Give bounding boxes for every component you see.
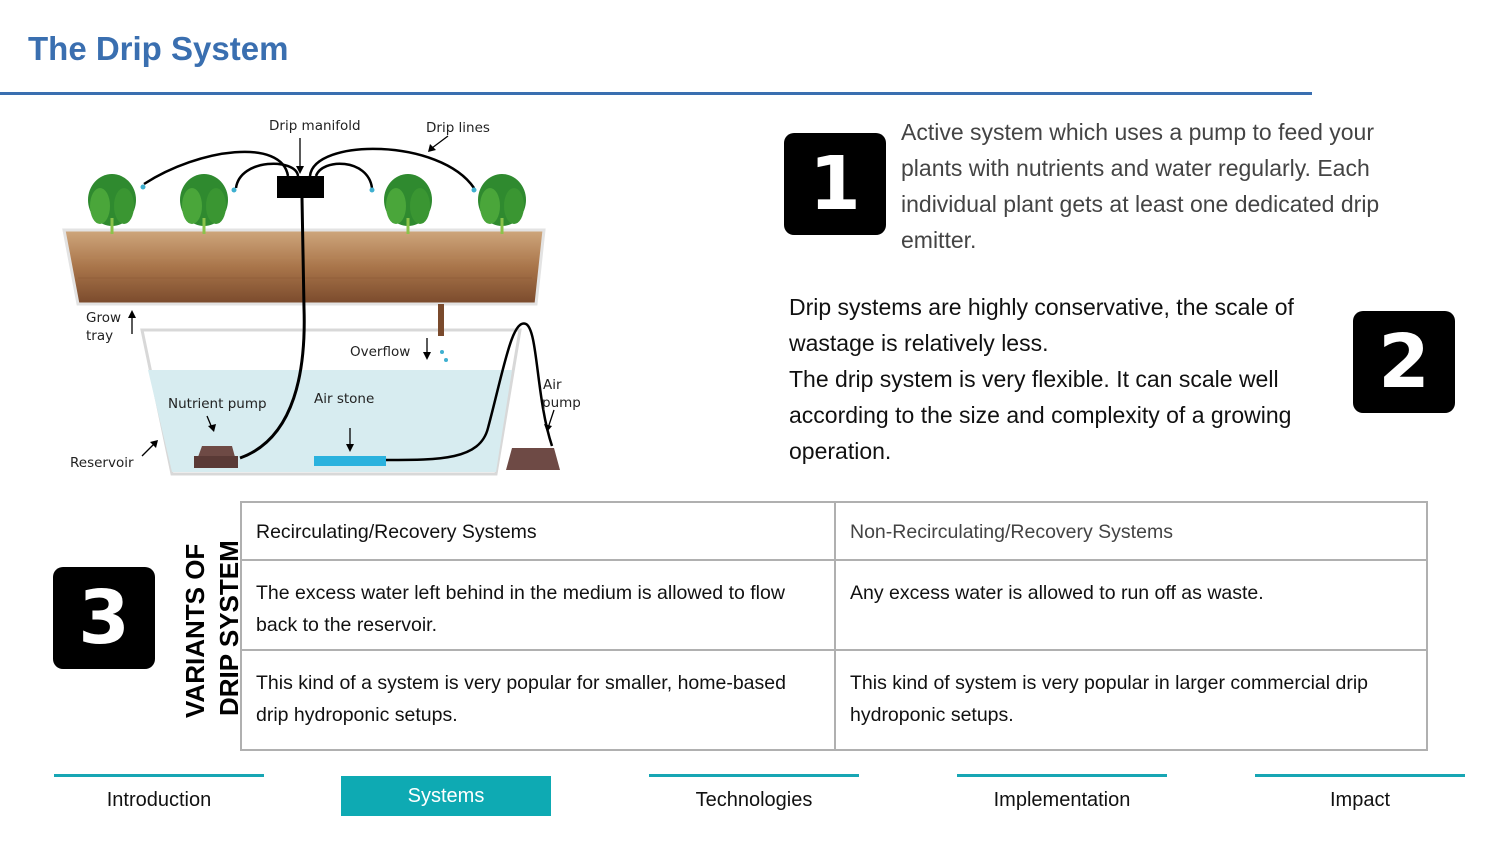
nav-impact[interactable]: Impact bbox=[1255, 770, 1465, 818]
label-air-stone: Air stone bbox=[314, 391, 374, 407]
label-nutrient-pump: Nutrient pump bbox=[168, 396, 267, 412]
plant-icon bbox=[478, 174, 526, 234]
table-row: This kind of a system is very popular fo… bbox=[240, 649, 1428, 751]
number-badge-2: 2 bbox=[1353, 311, 1455, 413]
title-divider bbox=[0, 92, 1312, 95]
number-badge-3: 3 bbox=[53, 567, 155, 669]
variants-label-line-2: DRIP SYSTEM bbox=[214, 540, 244, 716]
nav-label: Implementation bbox=[993, 789, 1131, 811]
plant-icon bbox=[384, 174, 432, 234]
point-2-text: Drip systems are highly conservative, th… bbox=[789, 289, 1334, 469]
table-cell: This kind of a system is very popular fo… bbox=[240, 649, 836, 751]
page-title: The Drip System bbox=[28, 30, 289, 67]
nav-label: Systems bbox=[407, 785, 485, 807]
air-pump bbox=[506, 448, 560, 470]
nav-label: Impact bbox=[1329, 789, 1391, 811]
variants-table: Recirculating/Recovery Systems Non-Recir… bbox=[240, 501, 1428, 751]
label-drip-manifold: Drip manifold bbox=[269, 118, 361, 134]
point-1-text: Active system which uses a pump to feed … bbox=[901, 119, 1380, 253]
plant-icon bbox=[180, 174, 228, 234]
label-air: Air bbox=[543, 377, 562, 393]
table-header-cell: Recirculating/Recovery Systems bbox=[240, 501, 836, 561]
variants-label-line-1: VARIANTS OF bbox=[180, 544, 210, 718]
point-2-line-1: Drip systems are highly conservative, th… bbox=[789, 294, 1294, 356]
nav-introduction[interactable]: Introduction bbox=[54, 770, 264, 818]
table-cell: This kind of system is very popular in l… bbox=[834, 649, 1428, 751]
table-header-row: Recirculating/Recovery Systems Non-Recir… bbox=[240, 501, 1428, 561]
point-2-line-2: The drip system is very flexible. It can… bbox=[789, 366, 1292, 464]
label-grow: Grow bbox=[86, 310, 121, 326]
variants-vertical-label: VARIANTS OF DRIP SYSTEM bbox=[178, 530, 248, 720]
label-drip-lines: Drip lines bbox=[426, 120, 490, 136]
nav-technologies[interactable]: Technologies bbox=[649, 770, 859, 818]
nav-implementation[interactable]: Implementation bbox=[957, 770, 1167, 818]
label-reservoir: Reservoir bbox=[70, 455, 134, 471]
label-pump: pump bbox=[542, 395, 580, 411]
drip-system-diagram: Drip manifold Drip lines Grow tray Overf… bbox=[62, 118, 580, 476]
nav-label: Technologies bbox=[695, 789, 813, 811]
nav-label: Introduction bbox=[106, 789, 212, 811]
label-tray: tray bbox=[86, 328, 113, 344]
table-header-cell: Non-Recirculating/Recovery Systems bbox=[834, 501, 1428, 561]
reservoir-water bbox=[148, 370, 512, 472]
table-cell: The excess water left behind in the medi… bbox=[240, 559, 836, 651]
drip-manifold bbox=[277, 176, 324, 198]
table-row: The excess water left behind in the medi… bbox=[240, 559, 1428, 651]
plant-icon bbox=[88, 174, 136, 234]
number-badge-1: 1 bbox=[784, 133, 886, 235]
bottom-nav: Introduction Systems Technologies Implem… bbox=[0, 770, 1500, 830]
label-overflow: Overflow bbox=[350, 344, 410, 360]
table-cell: Any excess water is allowed to run off a… bbox=[834, 559, 1428, 651]
air-stone bbox=[314, 456, 386, 466]
nav-systems[interactable]: Systems bbox=[341, 776, 551, 816]
